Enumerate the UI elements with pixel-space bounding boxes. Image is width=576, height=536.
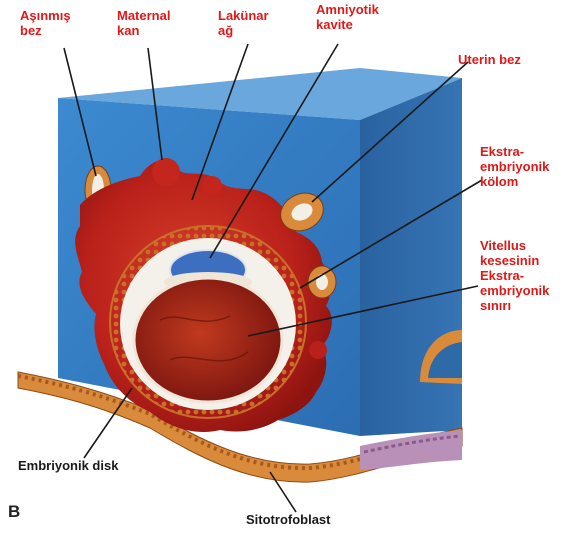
label-worn-gland: Aşınmış bez (20, 8, 71, 38)
label-lacunar-network: Lakünar ağ (218, 8, 269, 38)
label-syncytiotrophoblast: Sitotrofoblast (246, 512, 331, 527)
figure-letter: B (8, 504, 20, 519)
basal-tissue (360, 430, 462, 470)
label-extraembryonic-coelom: Ekstra- embriyonik kölom (480, 144, 549, 189)
yolk-sac (134, 278, 282, 402)
label-maternal-blood: Maternal kan (117, 8, 170, 38)
label-amniotic-cavity: Amniyotik kavite (316, 2, 379, 32)
label-uterine-gland: Uterin bez (458, 52, 521, 67)
label-embryonic-disc: Embriyonik disk (18, 458, 118, 473)
label-yolk-sac-border: Vitellus kesesinin Ekstra- embriyonik sı… (480, 238, 549, 313)
